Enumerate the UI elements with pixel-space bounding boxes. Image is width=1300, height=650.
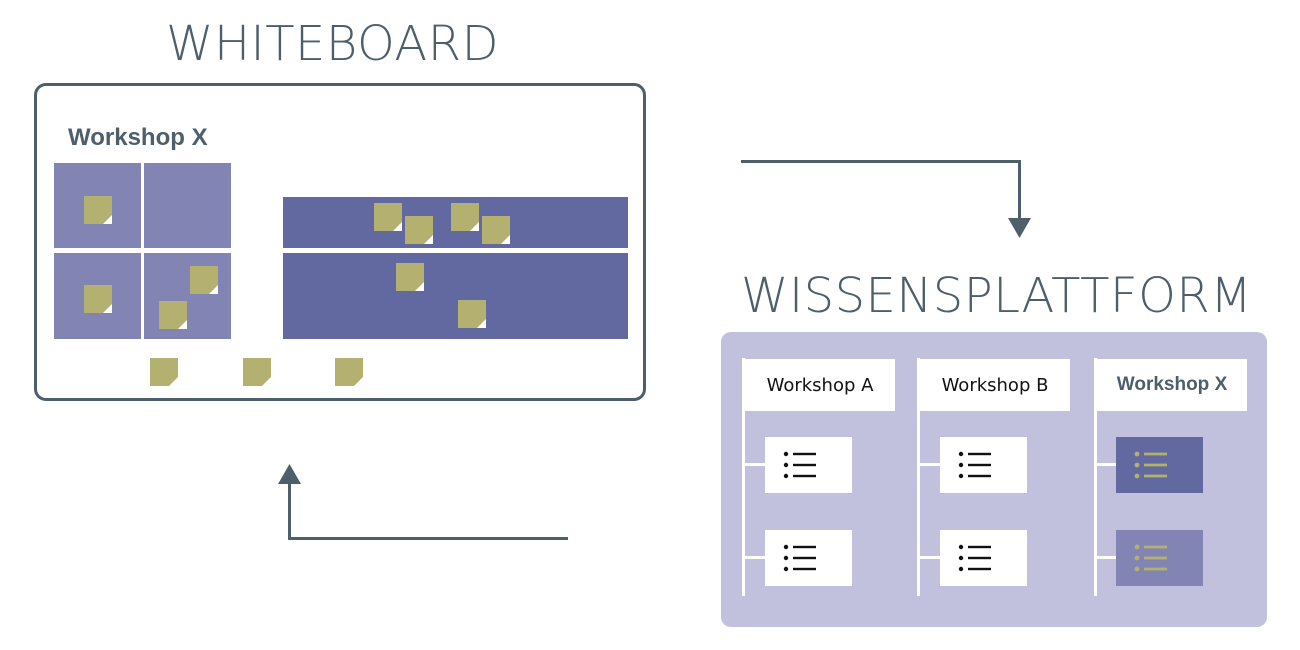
column-branch [919,463,941,466]
list-icon [783,451,816,479]
document-card[interactable] [940,530,1027,586]
whiteboard-heading: WHITEBOARD [166,16,500,72]
sticky-note-icon[interactable] [396,263,424,291]
sticky-note-icon[interactable] [84,285,112,313]
document-card[interactable] [940,437,1027,493]
whiteboard-frame [34,83,646,401]
column-line [917,358,920,596]
whiteboard-board-title: Workshop X [68,124,208,151]
document-card-active[interactable] [1116,530,1203,586]
column-header-workshop-a[interactable]: Workshop A [745,359,895,411]
column-branch [1096,463,1118,466]
list-icon [1134,544,1167,572]
sticky-note-icon[interactable] [458,300,486,328]
document-card-active[interactable] [1116,437,1203,493]
sticky-note-icon[interactable] [150,358,178,386]
column-header-workshop-x[interactable]: Workshop X [1097,359,1247,411]
column-branch [744,556,766,559]
sticky-note-icon[interactable] [190,266,218,294]
sticky-note-icon[interactable] [482,216,510,244]
wissensplattform-heading: WISSENSPLATTFORM [741,268,1253,324]
sticky-note-icon[interactable] [374,203,402,231]
column-branch [1096,556,1118,559]
column-line [742,358,745,596]
grid-cell-top-right [144,163,231,248]
sticky-note-icon[interactable] [243,358,271,386]
document-card[interactable] [765,437,852,493]
column-branch [919,556,941,559]
list-icon [958,451,991,479]
sticky-note-icon[interactable] [451,203,479,231]
sticky-note-icon[interactable] [405,216,433,244]
column-line [1094,358,1097,596]
column-branch [744,463,766,466]
sticky-note-icon[interactable] [84,196,112,224]
sticky-note-icon[interactable] [159,301,187,329]
sticky-note-icon[interactable] [335,358,363,386]
list-icon [958,544,991,572]
board-band-bottom [283,253,628,339]
column-header-workshop-b[interactable]: Workshop B [920,359,1070,411]
list-icon [783,544,816,572]
document-card[interactable] [765,530,852,586]
arrow-head-up [278,464,301,484]
list-icon [1134,451,1167,479]
arrow-head-down [1008,218,1031,238]
